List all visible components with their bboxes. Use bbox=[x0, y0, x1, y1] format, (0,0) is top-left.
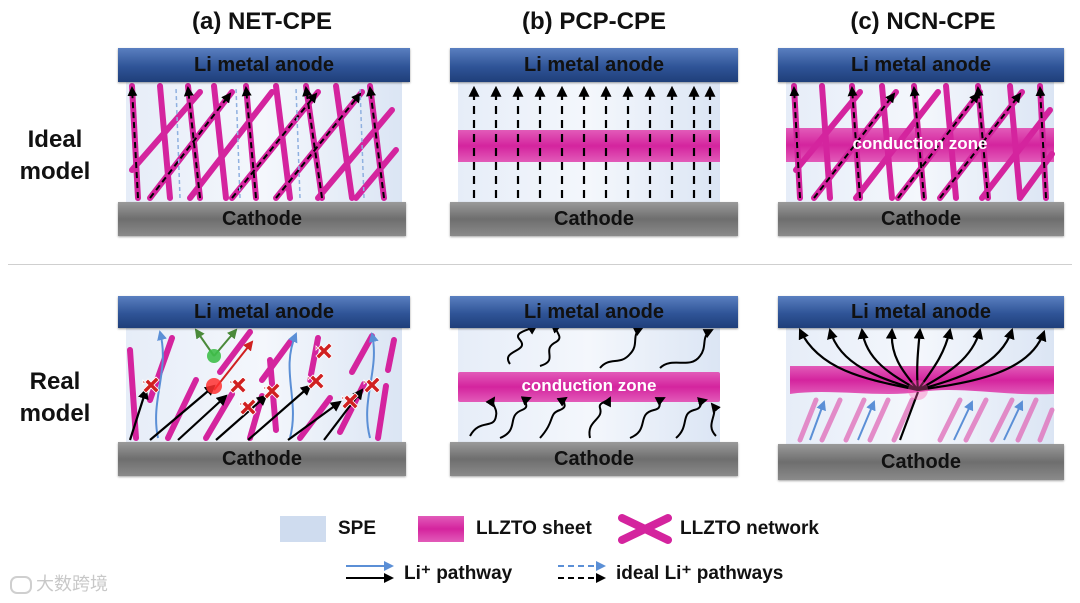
cathode-b-ideal-label: Cathode bbox=[554, 207, 634, 230]
watermark-logo-icon bbox=[10, 576, 32, 595]
legend-pathway-swatch bbox=[346, 561, 394, 583]
title-net-cpe: (a) NET-CPE bbox=[191, 8, 332, 35]
ncn-real-zone bbox=[790, 366, 1054, 395]
pcp-real-zone bbox=[458, 372, 720, 402]
anode-a-ideal-label: Li metal anode bbox=[193, 53, 335, 76]
anode-b-ideal: Li metal anode bbox=[450, 48, 738, 82]
anode-b-real: Li metal anode bbox=[450, 296, 738, 328]
cathode-a-real-label: Cathode bbox=[222, 447, 302, 470]
anode-b-real-label: Li metal anode bbox=[523, 300, 665, 323]
cathode-b-real-label: Cathode bbox=[554, 447, 634, 470]
cathode-a-real: Cathode bbox=[118, 442, 406, 476]
watermark: 大数跨境 bbox=[10, 570, 108, 596]
pcp-real-zone-label: conduction zone bbox=[521, 376, 657, 395]
legend-spe-label: SPE bbox=[338, 518, 377, 539]
legend-sheet-label: LLZTO sheet bbox=[476, 518, 592, 539]
cathode-c-ideal: Cathode bbox=[778, 202, 1064, 236]
legend-sheet-swatch bbox=[418, 516, 464, 542]
anode-a-real-label: Li metal anode bbox=[193, 300, 335, 323]
anode-c-real: Li metal anode bbox=[778, 296, 1064, 328]
net-ideal-pathways bbox=[127, 86, 385, 199]
legend-spe-swatch bbox=[280, 516, 326, 542]
cathode-a-ideal: Cathode bbox=[118, 202, 406, 236]
legend-ideal-pathway-label: ideal Li⁺ pathways bbox=[616, 563, 784, 584]
cathode-a-ideal-label: Cathode bbox=[222, 207, 302, 230]
ncn-ideal-pathways bbox=[789, 86, 1047, 199]
row-label-real-text: Real model bbox=[19, 368, 91, 427]
pcp-ideal-pathways bbox=[468, 85, 716, 198]
anode-c-ideal: Li metal anode bbox=[778, 48, 1064, 82]
anode-b-ideal-label: Li metal anode bbox=[523, 53, 665, 76]
cathode-b-real: Cathode bbox=[450, 442, 738, 476]
cathode-c-real: Cathode bbox=[778, 444, 1064, 480]
ncn-ideal-zone-label: conduction zone bbox=[852, 134, 988, 153]
cathode-b-ideal: Cathode bbox=[450, 202, 738, 236]
anode-a-real: Li metal anode bbox=[118, 296, 410, 328]
ncn-real-sheet-fragments bbox=[797, 397, 1055, 443]
title-ncn-cpe: (c) NCN-CPE bbox=[850, 8, 996, 35]
legend-ideal-pathway-swatch bbox=[558, 561, 606, 583]
legend-network-label: LLZTO network bbox=[680, 518, 819, 539]
pcp-real-wavy-paths bbox=[469, 324, 721, 439]
row-label-real: Real model bbox=[0, 366, 110, 430]
anode-a-ideal: Li metal anode bbox=[118, 48, 410, 82]
cathode-c-ideal-label: Cathode bbox=[881, 207, 961, 230]
anode-c-real-label: Li metal anode bbox=[850, 300, 992, 323]
row-label-ideal: Ideal model bbox=[0, 124, 110, 188]
ncn-real-blue-paths bbox=[809, 400, 1024, 441]
pcp-ideal-sheet bbox=[458, 130, 720, 162]
anode-c-ideal-label: Li metal anode bbox=[850, 53, 992, 76]
net-real-red-node bbox=[206, 378, 222, 394]
ncn-real-hub-glow bbox=[908, 380, 928, 400]
row-label-ideal-text: Ideal model bbox=[19, 126, 91, 185]
net-real-blocked-markers bbox=[142, 342, 381, 416]
row-divider bbox=[8, 264, 1072, 265]
net-real-green-node bbox=[207, 349, 221, 363]
ncn-real-fan-paths bbox=[798, 327, 1047, 441]
title-pcp-cpe: (b) PCP-CPE bbox=[522, 8, 666, 35]
legend-network-swatch bbox=[618, 514, 672, 544]
watermark-text: 大数跨境 bbox=[36, 574, 108, 594]
cathode-c-real-label: Cathode bbox=[881, 450, 961, 473]
net-ideal-blue-dashes bbox=[175, 87, 365, 199]
legend-pathway-label: Li⁺ pathway bbox=[404, 563, 513, 584]
